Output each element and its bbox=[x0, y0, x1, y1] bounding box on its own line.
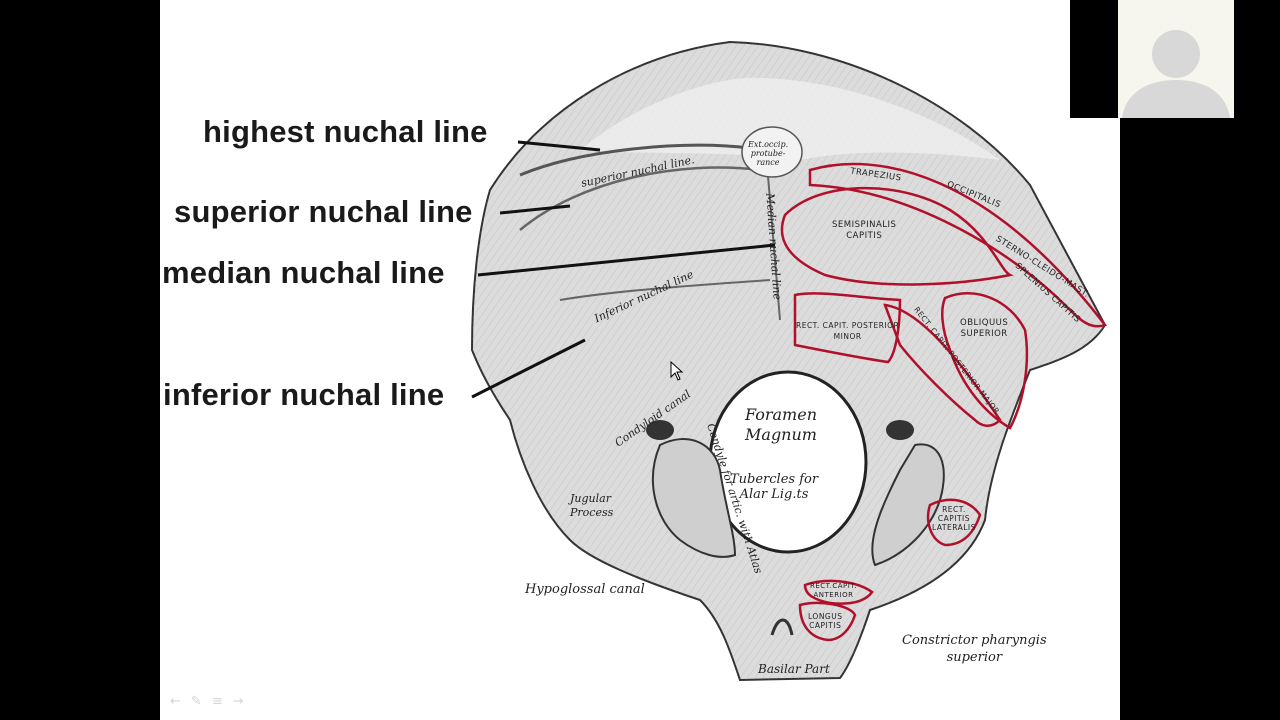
label-superior-nuchal-line: superior nuchal line bbox=[174, 194, 473, 229]
presentation-slide: highest nuchal line superior nuchal line… bbox=[160, 0, 1120, 720]
muscle-rect-minor: RECT. CAPIT. POSTERIOR MINOR bbox=[796, 321, 900, 341]
user-avatar-icon bbox=[1122, 30, 1230, 118]
muscle-rect-lateralis: RECT. CAPITIS LATERALIS bbox=[932, 505, 976, 532]
muscle-semispinalis: SEMISPINALIS CAPITIS bbox=[832, 220, 897, 241]
figure-constrictor: Constrictor pharyngis superior bbox=[902, 633, 1047, 665]
label-median-nuchal-line: median nuchal line bbox=[162, 255, 445, 290]
ext-occip-text: Ext.occip. protube- rance bbox=[748, 140, 789, 167]
figure-hypoglossal-canal: Hypoglossal canal bbox=[525, 582, 645, 597]
pen-icon[interactable]: ✎ bbox=[190, 694, 202, 709]
mouse-cursor-icon bbox=[670, 361, 684, 381]
figure-basilar-part: Basilar Part bbox=[758, 662, 830, 676]
figure-foramen-magnum: Foramen Magnum bbox=[745, 405, 817, 444]
muscle-attachment-outlines bbox=[780, 162, 1108, 642]
figure-tubercles: Tubercles for Alar Lig.ts bbox=[730, 472, 819, 502]
muscle-rect-anterior: RECT.CAPIT. ANTERIOR bbox=[810, 582, 857, 599]
prev-slide-icon[interactable]: ← bbox=[170, 694, 181, 709]
label-highest-nuchal-line: highest nuchal line bbox=[203, 114, 488, 149]
menu-icon[interactable]: ≡ bbox=[211, 694, 223, 709]
occipital-bone-illustration bbox=[470, 40, 1108, 682]
participant-tile[interactable] bbox=[1118, 0, 1234, 118]
participant-video-panel bbox=[1070, 0, 1280, 118]
figure-jugular-process: Jugular Process bbox=[570, 492, 614, 519]
slide-nav-controls: ← ✎ ≡ → bbox=[170, 694, 244, 709]
label-pointer-lines bbox=[471, 140, 776, 399]
label-inferior-nuchal-line: inferior nuchal line bbox=[163, 377, 445, 412]
muscle-obliquus: OBLIQUUS SUPERIOR bbox=[960, 318, 1009, 339]
next-slide-icon[interactable]: → bbox=[232, 694, 244, 709]
muscle-longus-capitis: LONGUS CAPITIS bbox=[808, 612, 843, 630]
